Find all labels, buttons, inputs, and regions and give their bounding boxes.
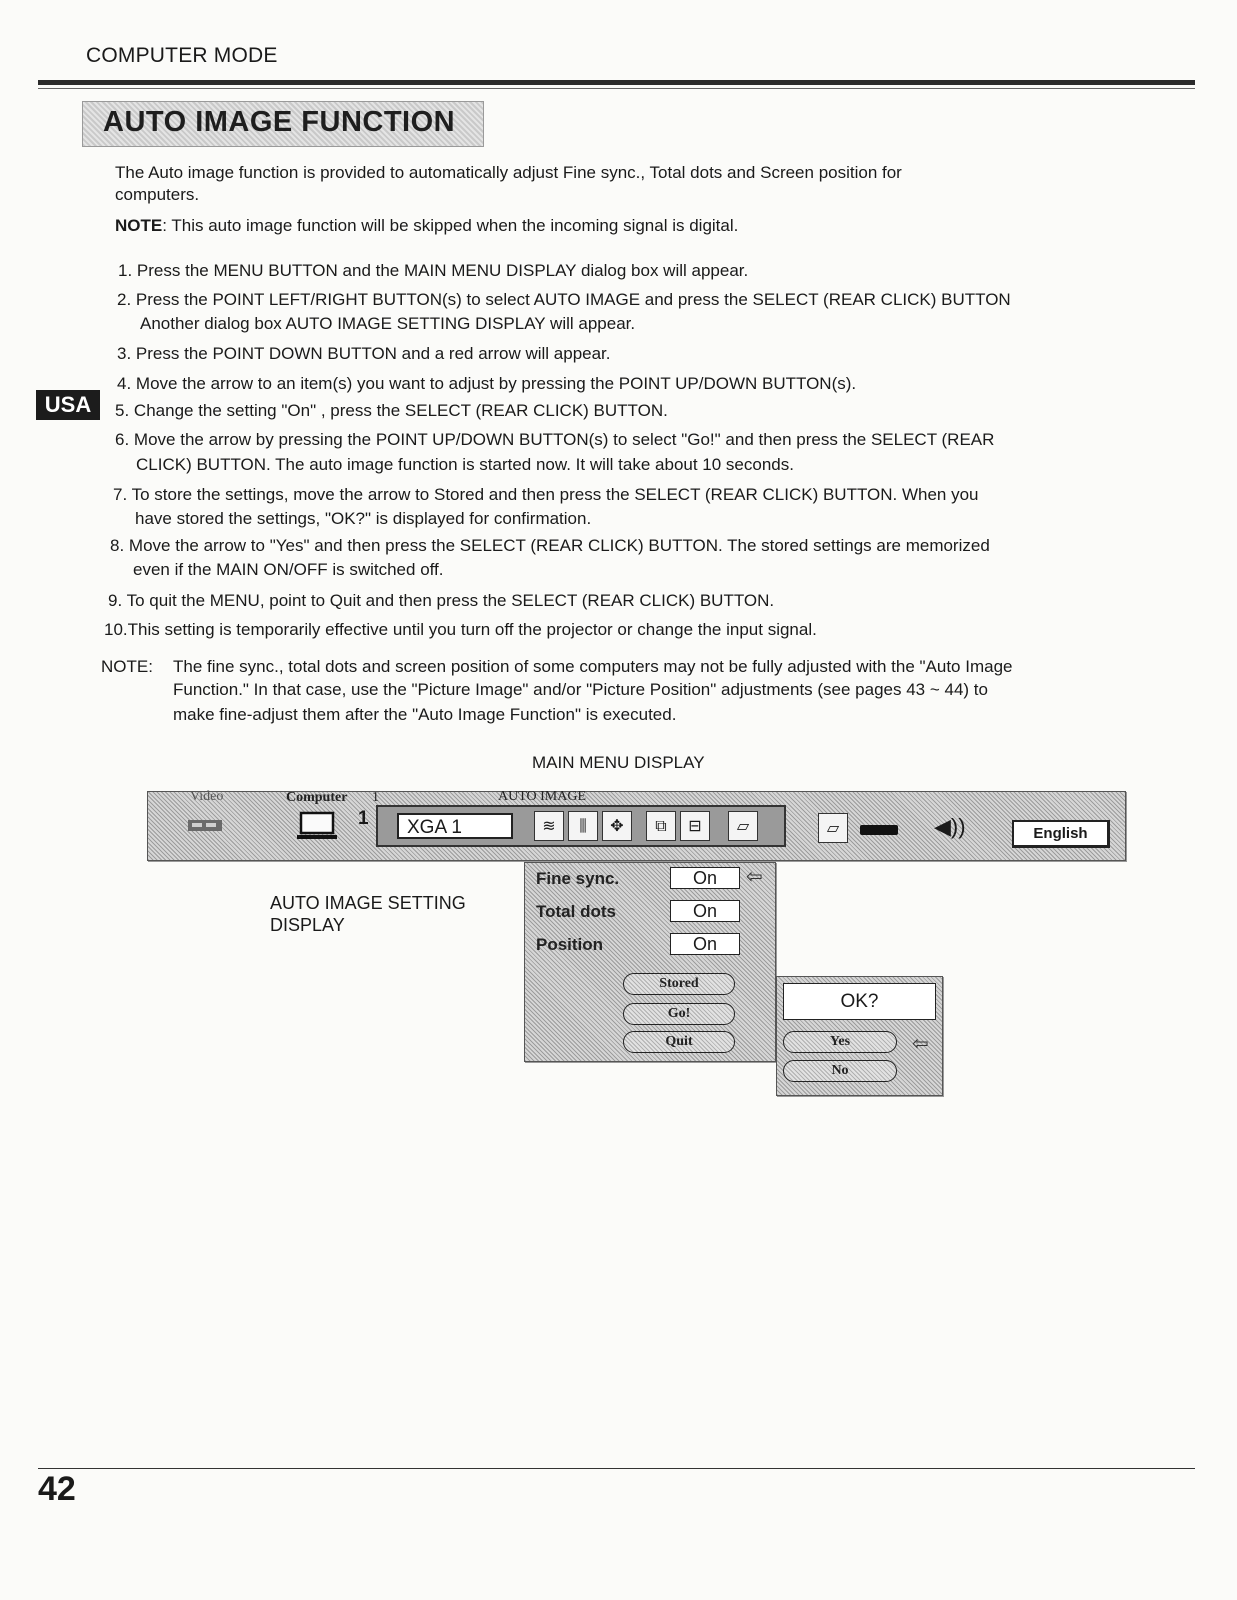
step-10: 10.This setting is temporarily effective… xyxy=(104,620,817,639)
step-7: 7. To store the settings, move the arrow… xyxy=(113,485,979,504)
total-dots-icon[interactable]: ⫼ xyxy=(568,811,598,841)
input-source-field[interactable]: XGA 1 xyxy=(397,813,513,839)
setting-label-fine-sync: Fine sync. xyxy=(536,869,620,888)
step-2: 2. Press the POINT LEFT/RIGHT BUTTON(s) … xyxy=(117,290,1011,309)
header-rule xyxy=(38,80,1195,85)
yes-button[interactable]: Yes xyxy=(783,1031,897,1053)
main-menu-caption: MAIN MENU DISPLAY xyxy=(532,753,705,772)
no-button[interactable]: No xyxy=(783,1060,897,1082)
screen-icon[interactable]: ▱ xyxy=(728,811,758,841)
step-2-cont: Another dialog box AUTO IMAGE SETTING DI… xyxy=(140,314,636,333)
step-3: 3. Press the POINT DOWN BUTTON and a red… xyxy=(117,344,611,363)
note-line-3: make fine-adjust them after the "Auto Im… xyxy=(173,705,677,724)
intro-line-1: The Auto image function is provided to a… xyxy=(115,163,902,182)
confirm-prompt: OK? xyxy=(783,983,936,1020)
image-adjust-icon[interactable]: ▱ xyxy=(818,813,848,843)
step-9: 9. To quit the MENU, point to Quit and t… xyxy=(108,591,775,610)
step-6-cont: CLICK) BUTTON. The auto image function i… xyxy=(136,455,794,474)
menu-video-label[interactable]: Video xyxy=(190,789,224,804)
pointer-arrow-icon: ⇦ xyxy=(912,1031,929,1055)
setting-label-position: Position xyxy=(536,935,604,954)
section-title-box xyxy=(82,101,484,147)
step-6: 6. Move the arrow by pressing the POINT … xyxy=(115,430,995,449)
note-label: NOTE: xyxy=(101,657,153,676)
step-4: 4. Move the arrow to an item(s) you want… xyxy=(117,374,857,393)
computer-icon[interactable] xyxy=(296,811,340,841)
note-line-1: The fine sync., total dots and screen po… xyxy=(173,657,1013,676)
pointer-arrow-icon: ⇦ xyxy=(746,864,763,888)
setting-caption-line-1: AUTO IMAGE SETTING xyxy=(270,893,466,913)
setting-caption-line-2: DISPLAY xyxy=(270,915,345,935)
intro-note-text: : This auto image function will be skipp… xyxy=(162,216,739,235)
computer-number: 1 xyxy=(358,808,369,829)
position-icon[interactable]: ✥ xyxy=(602,811,632,841)
position-value[interactable]: On xyxy=(670,933,740,955)
note-line-2: Function." In that case, use the "Pictur… xyxy=(173,680,988,699)
step-5: 5. Change the setting "On" , press the S… xyxy=(115,401,668,420)
stored-button[interactable]: Stored xyxy=(623,973,735,995)
go-button[interactable]: Go! xyxy=(623,1003,735,1025)
header-rule-thin xyxy=(38,88,1195,89)
step-7-cont: have stored the settings, "OK?" is displ… xyxy=(135,509,592,528)
menu-computer-label[interactable]: Computer xyxy=(286,790,348,805)
total-dots-value[interactable]: On xyxy=(670,900,740,922)
picture-image-icon[interactable]: ⧉ xyxy=(646,811,676,841)
auto-image-setting-panel xyxy=(524,862,776,1062)
fine-sync-icon[interactable]: ≋ xyxy=(534,811,564,841)
setting-label-total-dots: Total dots xyxy=(536,902,616,921)
sound-icon[interactable]: ◀)) xyxy=(934,814,966,839)
fine-sync-value[interactable]: On xyxy=(670,867,740,889)
intro-note: NOTE: This auto image function will be s… xyxy=(115,215,738,236)
page-header-title: COMPUTER MODE xyxy=(86,44,278,67)
page-number: 42 xyxy=(38,1470,76,1508)
region-badge: USA xyxy=(36,390,100,420)
footer-rule xyxy=(38,1468,1195,1469)
video-icon[interactable] xyxy=(186,814,226,834)
step-8: 8. Move the arrow to "Yes" and then pres… xyxy=(110,536,990,555)
step-1: 1. Press the MENU BUTTON and the MAIN ME… xyxy=(118,261,749,280)
menu-computer-index: 1 xyxy=(372,790,379,805)
intro-line-2: computers. xyxy=(115,185,200,204)
language-field[interactable]: English xyxy=(1012,820,1110,848)
quit-button[interactable]: Quit xyxy=(623,1031,735,1053)
projector-icon[interactable] xyxy=(858,823,900,837)
picture-position-icon[interactable]: ⊟ xyxy=(680,811,710,841)
step-8-cont: even if the MAIN ON/OFF is switched off. xyxy=(133,560,444,579)
intro-note-label: NOTE xyxy=(115,216,163,235)
section-title: AUTO IMAGE FUNCTION xyxy=(103,106,456,138)
menu-auto-image-label[interactable]: AUTO IMAGE xyxy=(498,789,587,804)
